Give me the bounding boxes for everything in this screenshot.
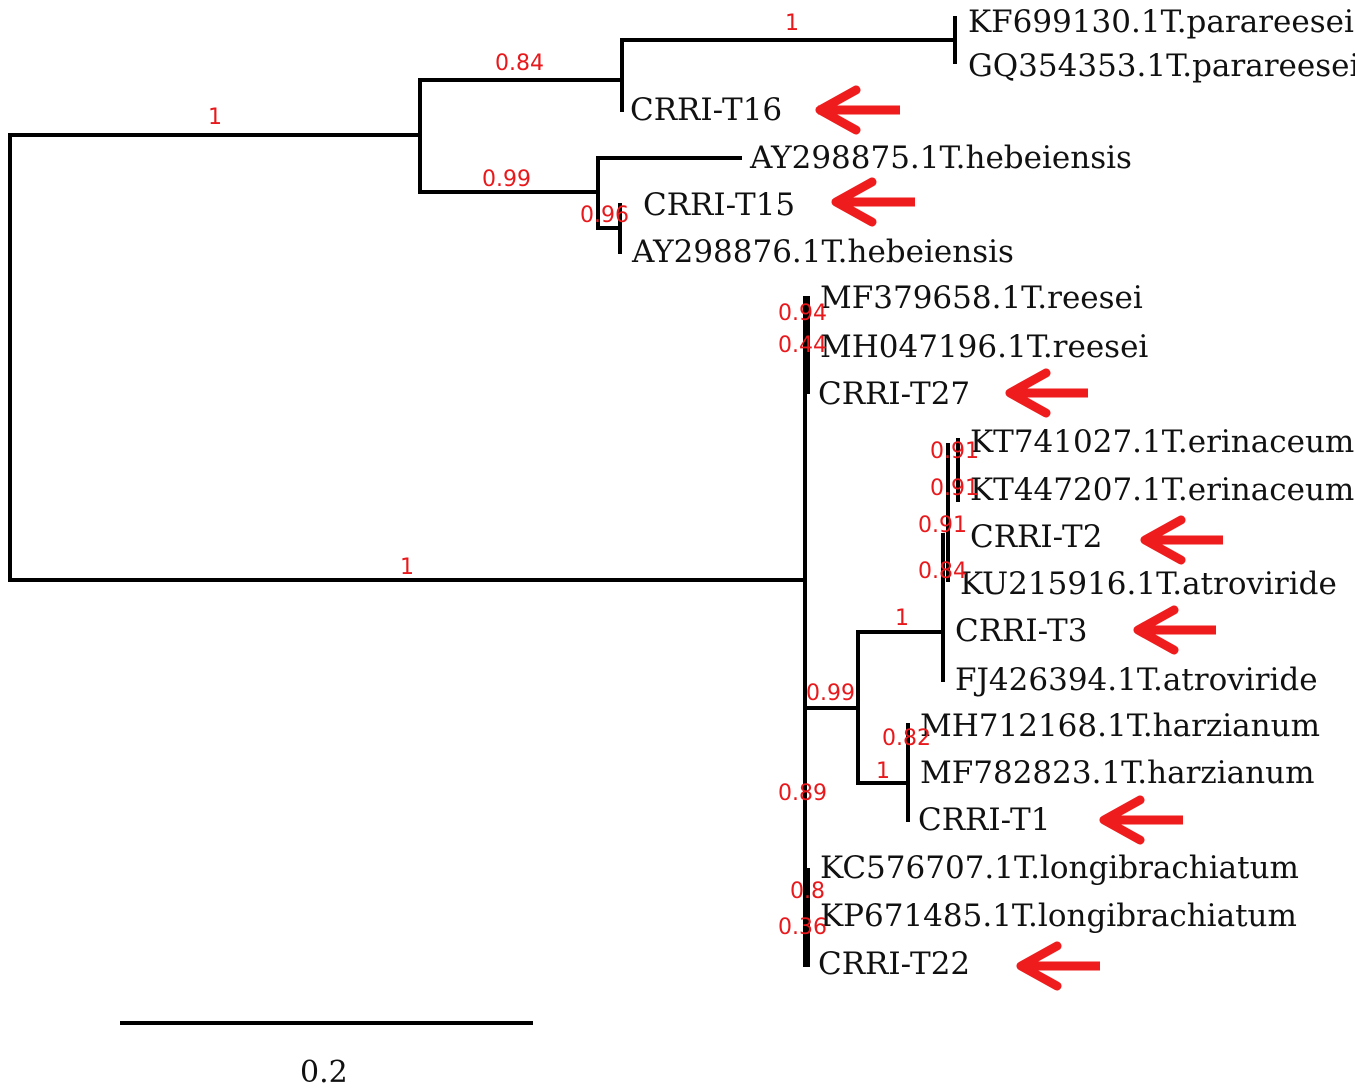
arrow-crri-t2-icon xyxy=(1140,515,1223,565)
leaf-labels: KF699130.1T.parareesei GQ354353.1T.parar… xyxy=(630,4,1355,982)
leaf-label-ay298875: AY298875.1T.hebeiensis xyxy=(749,140,1132,176)
support-value-kp671485: 0.36 xyxy=(778,915,827,940)
support-value-crri-t2: 0.91 xyxy=(918,513,967,538)
support-value-hebeiensis-clade: 0.99 xyxy=(482,167,531,192)
leaf-label-fj426394: FJ426394.1T.atroviride xyxy=(955,662,1318,698)
scale-bar: 0.2 xyxy=(120,1021,533,1090)
support-value-kt741027: 0.91 xyxy=(930,439,979,464)
leaf-label-mh047196: MH047196.1T.reesei xyxy=(820,329,1148,365)
arrow-crri-t27-icon xyxy=(1005,368,1088,418)
leaf-label-kt447207: KT447207.1T.erinaceum xyxy=(970,472,1354,508)
arrow-crri-t15-icon xyxy=(831,177,915,227)
tree-branches xyxy=(8,16,960,967)
support-value-root-upper: 1 xyxy=(208,105,222,130)
leaf-label-ku215916: KU215916.1T.atroviride xyxy=(960,566,1337,602)
support-values: 1 1 0.84 1 0.99 0.96 0.94 0.44 0.91 0.91… xyxy=(208,11,979,940)
leaf-label-kc576707: KC576707.1T.longibrachiatum xyxy=(820,850,1299,886)
support-value-mh047196: 0.44 xyxy=(778,333,827,358)
support-value-parareesei-clade: 0.84 xyxy=(495,51,544,76)
arrow-crri-t22-icon xyxy=(1016,941,1100,991)
arrow-crri-t16-icon xyxy=(815,85,900,135)
leaf-label-kf699130: KF699130.1T.parareesei xyxy=(968,4,1354,40)
leaf-label-crri-t3: CRRI-T3 xyxy=(955,613,1087,649)
leaf-label-crri-t16: CRRI-T16 xyxy=(630,92,782,128)
support-value-kt447207: 0.91 xyxy=(930,476,979,501)
leaf-label-mh712168: MH712168.1T.harzianum xyxy=(920,708,1320,744)
support-value-kc576707: 0.8 xyxy=(790,879,825,904)
leaf-label-ay298876: AY298876.1T.hebeiensis xyxy=(631,234,1014,270)
support-value-parareesei-pair: 1 xyxy=(785,11,799,36)
support-value-reesei-backbone: 0.89 xyxy=(778,781,827,806)
arrow-crri-t1-icon xyxy=(1099,795,1183,845)
scale-bar-label: 0.2 xyxy=(300,1055,348,1090)
support-value-atro-harz-clade: 0.99 xyxy=(806,681,855,706)
support-value-harzianum-clade: 1 xyxy=(876,759,890,784)
leaf-label-crri-t1: CRRI-T1 xyxy=(918,802,1050,838)
leaf-label-crri-t15: CRRI-T15 xyxy=(643,187,795,223)
leaf-label-mf379658: MF379658.1T.reesei xyxy=(820,280,1143,316)
leaf-label-gq354353: GQ354353.1T.parareesei xyxy=(968,48,1355,84)
leaf-label-kt741027: KT741027.1T.erinaceum xyxy=(970,424,1354,460)
arrow-crri-t3-icon xyxy=(1133,605,1216,655)
leaf-label-crri-t27: CRRI-T27 xyxy=(818,376,970,412)
leaf-label-mf782823: MF782823.1T.harzianum xyxy=(920,755,1314,791)
leaf-label-crri-t22: CRRI-T22 xyxy=(818,946,970,982)
support-value-t15-ay298876: 0.96 xyxy=(580,203,629,228)
leaf-label-crri-t2: CRRI-T2 xyxy=(970,519,1102,555)
support-value-ku215916: 0.84 xyxy=(918,559,967,584)
support-value-mf379658: 0.94 xyxy=(778,301,827,326)
support-value-erinaceum-atroviride-clade: 1 xyxy=(895,606,909,631)
highlight-arrows xyxy=(815,85,1223,991)
support-value-root-lower: 1 xyxy=(400,555,414,580)
leaf-label-kp671485: KP671485.1T.longibrachiatum xyxy=(820,898,1297,934)
support-value-mh712168: 0.82 xyxy=(882,726,931,751)
